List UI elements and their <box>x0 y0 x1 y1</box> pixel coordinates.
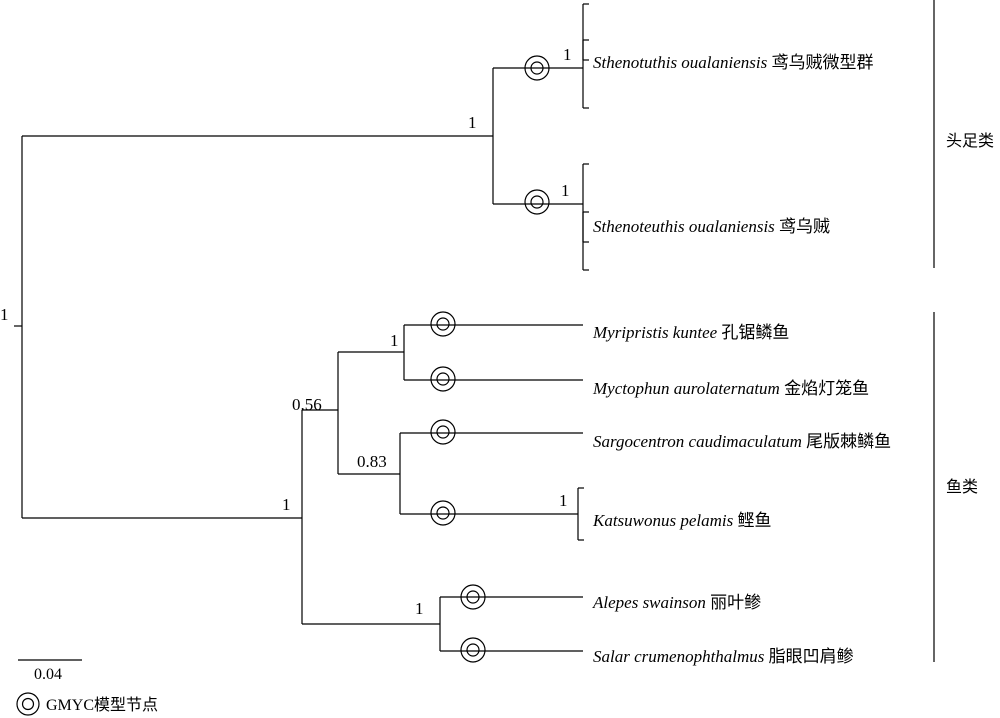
support-cephalopod-a: 1 <box>563 45 572 64</box>
scale-bar: 0.04 <box>18 659 82 683</box>
gmyc-node-marker-icon <box>16 692 40 716</box>
legend-label: GMYC模型节点 <box>46 696 158 714</box>
support-katsuwonus: 1 <box>559 491 568 510</box>
support-values: 1 1 1 1 1 0.56 1 0.83 1 1 <box>0 45 572 618</box>
taxon-label: Sthenoteuthis oualaniensis 鸢乌贼 <box>593 217 830 236</box>
tree-branches <box>14 3 589 652</box>
gmyc-node-marker-icon <box>524 55 550 81</box>
taxon-label: Myripristis kuntee 孔锯鳞鱼 <box>592 323 789 342</box>
gmyc-node-marker-icon <box>524 189 550 215</box>
group-brackets: 头足类 鱼类 <box>933 0 994 662</box>
taxon-labels: Sthenotuthis oualaniensis 鸢乌贼微型群 Sthenot… <box>592 53 891 666</box>
gmyc-node-marker-icon <box>460 637 486 663</box>
taxon-label: Sthenotuthis oualaniensis 鸢乌贼微型群 <box>593 53 874 72</box>
gmyc-node-marker-icon <box>430 500 456 526</box>
support-fish: 1 <box>282 495 291 514</box>
gmyc-node-marker-icon <box>430 366 456 392</box>
group-label-cephalopod: 头足类 <box>946 131 994 150</box>
support-fish-myri-myct: 1 <box>390 331 399 350</box>
taxon-label: Salar crumenophthalmus 脂眼凹肩鲹 <box>593 647 854 666</box>
support-fish-056: 0.56 <box>292 395 322 414</box>
group-label-fish: 鱼类 <box>946 477 978 496</box>
taxon-label: Alepes swainson 丽叶鲹 <box>592 593 761 612</box>
gmyc-node-markers <box>430 55 550 663</box>
support-carangids: 1 <box>415 599 424 618</box>
support-cephalopods: 1 <box>468 113 477 132</box>
legend: GMYC模型节点 <box>16 692 158 716</box>
taxon-label: Katsuwonus pelamis 鲣鱼 <box>592 511 772 530</box>
gmyc-node-marker-icon <box>460 584 486 610</box>
taxon-label: Myctophun aurolaternatum 金焰灯笼鱼 <box>592 379 869 398</box>
scale-bar-label: 0.04 <box>34 666 62 683</box>
gmyc-node-marker-icon <box>430 419 456 445</box>
support-fish-083: 0.83 <box>357 452 387 471</box>
taxon-label: Sargocentron caudimaculatum 尾版棘鳞鱼 <box>593 432 891 451</box>
support-root: 1 <box>0 305 9 324</box>
support-cephalopod-b: 1 <box>561 181 570 200</box>
gmyc-node-marker-icon <box>430 311 456 337</box>
